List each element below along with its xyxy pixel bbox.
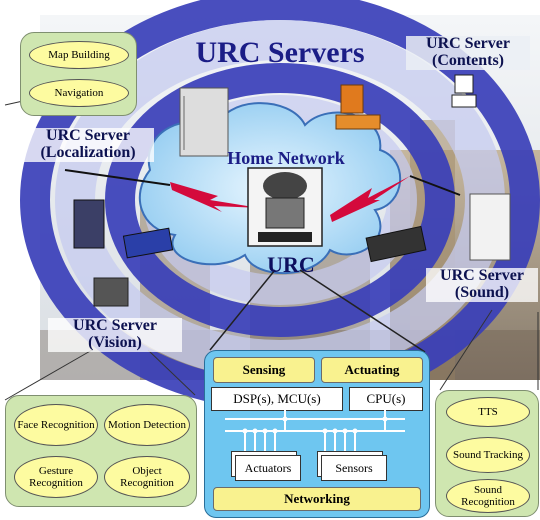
lightning-bolt-left	[170, 182, 260, 212]
actuating-box: Actuating	[321, 357, 423, 383]
tts-feature: TTS	[446, 397, 530, 427]
navigation-feature: Navigation	[29, 79, 129, 107]
server-rack-image	[73, 199, 105, 249]
contents-server-label-line1: URC Server	[426, 35, 510, 52]
actuators-card: Actuators	[235, 455, 301, 481]
map-building-feature: Map Building	[29, 41, 129, 69]
sensors-card: Sensors	[321, 455, 387, 481]
pc-image	[340, 84, 364, 114]
vision-server-label-line2: (Vision)	[88, 333, 142, 351]
sound-server-label-line2: (Sound)	[454, 283, 510, 301]
sound-feature-panel: TTS Sound Tracking Sound Recognition	[435, 390, 539, 517]
localization-server-label-line1: URC Server	[46, 127, 130, 144]
diagram-title: URC Servers	[195, 36, 365, 69]
sound-tracking-feature: Sound Tracking	[446, 437, 530, 473]
motion-detection-feature: Motion Detection	[104, 404, 190, 446]
contents-server-icon	[454, 74, 474, 94]
object-recognition-feature: Object Recognition	[104, 456, 190, 498]
urc-label: URC	[267, 252, 315, 277]
localization-server-label: URC Server (Localization)	[22, 127, 154, 162]
localization-server-label-line2: (Localization)	[40, 143, 136, 161]
refrigerator-image	[179, 87, 229, 157]
sensing-box: Sensing	[213, 357, 315, 383]
dsp-mcu-box: DSP(s), MCU(s)	[211, 387, 343, 411]
phone-image	[365, 225, 427, 263]
vision-feature-panel: Face Recognition Motion Detection Gestur…	[5, 395, 197, 507]
localization-feature-panel: Map Building Navigation	[20, 32, 137, 116]
sound-recognition-feature: Sound Recognition	[446, 479, 530, 513]
contents-server-label-line2: (Contents)	[432, 51, 504, 69]
vision-server-label: URC Server (Vision)	[48, 317, 182, 352]
sound-server-label-line1: URC Server	[440, 267, 524, 284]
router-image	[122, 227, 174, 259]
vision-server-image	[93, 277, 129, 307]
lightning-bolt-right	[330, 176, 410, 222]
inner-ring	[105, 63, 455, 337]
sound-server-image	[469, 193, 511, 261]
gesture-recognition-feature: Gesture Recognition	[14, 456, 98, 498]
sound-server-label: URC Server (Sound)	[426, 267, 538, 302]
robot-hardware-panel: Sensing Actuating DSP(s), MCU(s) CPU(s)	[204, 350, 430, 518]
face-recognition-feature: Face Recognition	[14, 404, 98, 446]
cpu-box: CPU(s)	[349, 387, 423, 411]
vision-server-label-line1: URC Server	[73, 317, 157, 334]
home-network-label: Home Network	[227, 148, 345, 168]
contents-server-label: URC Server (Contents)	[406, 35, 530, 70]
networking-box: Networking	[213, 487, 421, 511]
